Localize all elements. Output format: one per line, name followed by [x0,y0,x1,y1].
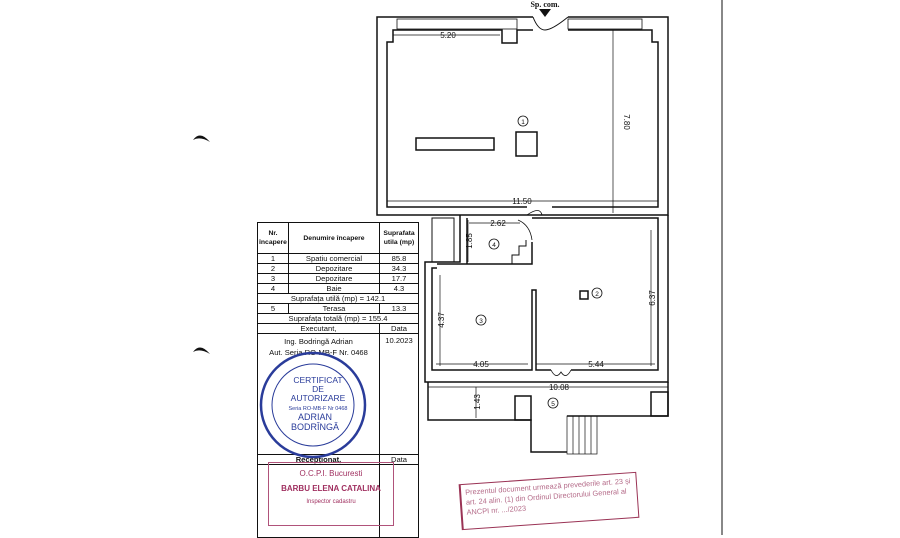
dim-label: 10.08 [549,383,570,392]
dim-label: 7.80 [622,114,631,130]
stairs [566,415,598,455]
dim-label: 4.37 [437,312,446,328]
counter [415,137,495,151]
ocpi-stamp: O.C.P.I. Bucuresti BARBU ELENA CATALINA … [268,462,394,526]
dim-label: 1.85 [465,233,474,249]
executant-auth: Aut. Seria RO-MB-F Nr. 0468 [269,348,368,357]
room-number: 4 [492,242,496,249]
room-number: 5 [551,401,555,408]
executant-label: Executant, [257,323,380,334]
dim-label: 2.62 [490,219,506,228]
useful-total: Suprafața utilă (mp) = 142.1 [257,293,419,304]
header-name: Denumire încapere [287,222,381,254]
executant-name: Ing. Bodringă Adrian [284,337,353,346]
room-number: 3 [479,318,483,325]
dim-label: 6.37 [648,290,657,306]
executant-date: 10.2023 [379,333,419,455]
header-area: Suprafata utila (mp) [379,222,419,254]
dim-label: 4.05 [473,360,489,369]
room-number: 2 [595,291,599,298]
column [515,131,538,157]
punch-hole-mark [193,347,210,354]
wall-lower-outer [424,215,669,383]
wall-terrace [427,382,669,453]
wall-lower-inner [431,217,659,371]
header-nr: Nr. încapere [257,222,289,254]
wall-room-1-outer [376,16,669,216]
wall-room-1-inner [386,29,659,208]
dim-label: 5.44 [588,360,604,369]
date-label: Data [379,323,419,334]
punch-hole-mark [193,135,210,142]
dim-label: 5.20 [440,31,456,40]
dim-label: 1.43 [473,394,482,410]
grand-total: Suprafața totală (mp) = 155.4 [257,313,419,324]
entrance-arrow-icon [539,9,551,17]
dim-label: 11.50 [512,197,532,206]
entrance-label: Sp. com. [530,0,559,9]
column-2 [579,290,589,300]
room-number: 1 [521,119,525,126]
